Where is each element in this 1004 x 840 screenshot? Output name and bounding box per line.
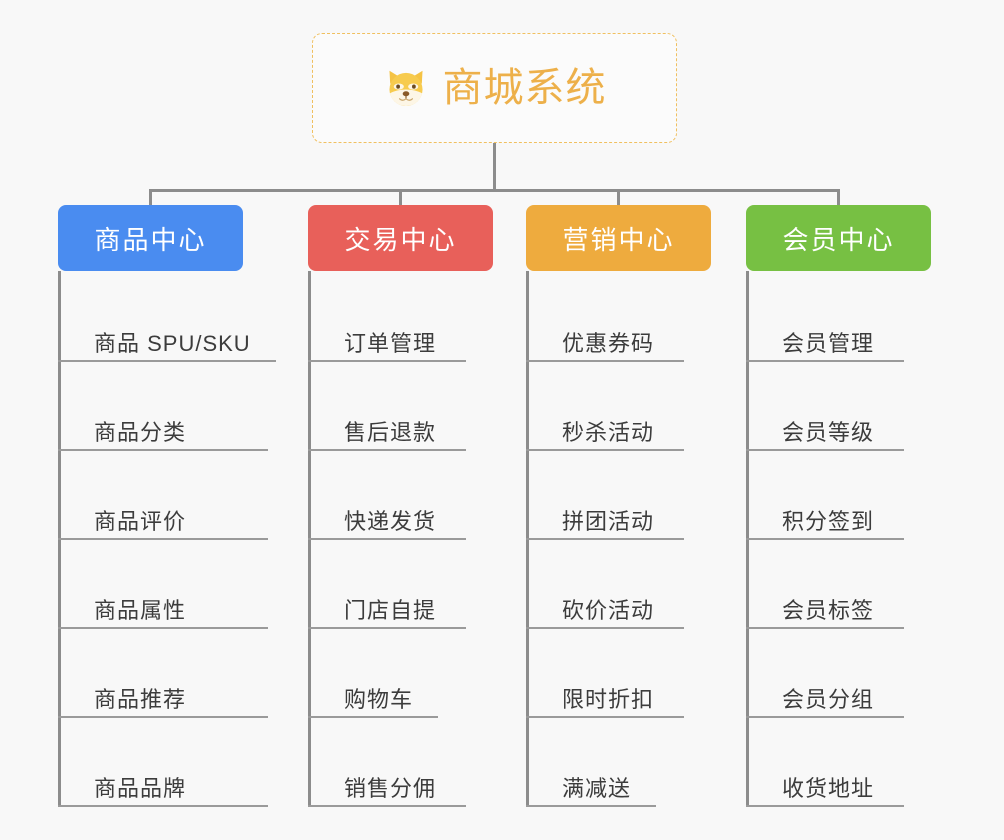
category-title: 营销中心 <box>562 224 675 255</box>
category-title: 商品中心 <box>94 224 207 255</box>
leaf-label: 销售分佣 <box>344 776 437 801</box>
leaf-label: 商品属性 <box>94 598 187 623</box>
leaf-label: 砍价活动 <box>562 598 655 623</box>
leaf-item[interactable]: 商品推荐 <box>58 629 268 718</box>
connector-drop-4 <box>837 189 840 207</box>
root-node[interactable]: 商城系统 <box>312 33 677 143</box>
leaf-label: 商品评价 <box>94 509 187 534</box>
leaf-item[interactable]: 秒杀活动 <box>526 362 711 451</box>
leaf-item[interactable]: 限时折扣 <box>526 629 711 718</box>
leaf-label: 售后退款 <box>344 420 437 445</box>
category-header-marketing[interactable]: 营销中心 <box>526 205 711 271</box>
leaf-label: 会员分组 <box>782 687 875 712</box>
leaf-label: 收货地址 <box>782 776 875 801</box>
leaf-label: 商品品牌 <box>94 776 187 801</box>
leaf-label: 会员管理 <box>782 331 875 356</box>
connector-horizontal-bus <box>149 189 839 192</box>
leaf-label: 商品 SPU/SKU <box>94 331 251 356</box>
leaf-list-product: 商品 SPU/SKU 商品分类 商品评价 商品属性 商品推荐 商品品牌 <box>58 271 276 807</box>
leaf-item[interactable]: 收货地址 <box>746 718 931 807</box>
root-title: 商城系统 <box>442 66 607 110</box>
leaf-item[interactable]: 门店自提 <box>308 540 493 629</box>
leaf-item[interactable]: 会员等级 <box>746 362 931 451</box>
connector-root-stem <box>493 143 496 191</box>
category-title: 会员中心 <box>782 224 895 255</box>
connector-drop-1 <box>149 189 152 207</box>
leaf-list-marketing: 优惠券码 秒杀活动 拼团活动 砍价活动 限时折扣 满减送 <box>526 271 711 807</box>
leaf-label: 门店自提 <box>344 598 437 623</box>
leaf-item[interactable]: 拼团活动 <box>526 451 711 540</box>
branch-column-product: 商品中心 商品 SPU/SKU 商品分类 商品评价 商品属性 商品推荐 商品品牌 <box>58 205 276 807</box>
leaf-list-member: 会员管理 会员等级 积分签到 会员标签 会员分组 收货地址 <box>746 271 931 807</box>
leaf-item[interactable]: 售后退款 <box>308 362 493 451</box>
leaf-label: 快递发货 <box>344 509 437 534</box>
leaf-item[interactable]: 会员分组 <box>746 629 931 718</box>
leaf-item[interactable]: 满减送 <box>526 718 711 807</box>
category-header-trade[interactable]: 交易中心 <box>308 205 493 271</box>
leaf-label: 商品推荐 <box>94 687 187 712</box>
leaf-list-trade: 订单管理 售后退款 快递发货 门店自提 购物车 销售分佣 <box>308 271 493 807</box>
branch-column-trade: 交易中心 订单管理 售后退款 快递发货 门店自提 购物车 销售分佣 <box>308 205 493 807</box>
leaf-label: 限时折扣 <box>562 687 655 712</box>
leaf-item[interactable]: 销售分佣 <box>308 718 493 807</box>
category-header-member[interactable]: 会员中心 <box>746 205 931 271</box>
leaf-item[interactable]: 积分签到 <box>746 451 931 540</box>
branch-column-member: 会员中心 会员管理 会员等级 积分签到 会员标签 会员分组 收货地址 <box>746 205 931 807</box>
leaf-label: 会员标签 <box>782 598 875 623</box>
leaf-item[interactable]: 购物车 <box>308 629 493 718</box>
leaf-item[interactable]: 快递发货 <box>308 451 493 540</box>
leaf-item[interactable]: 砍价活动 <box>526 540 711 629</box>
leaf-item[interactable]: 商品分类 <box>58 362 268 451</box>
leaf-item[interactable]: 会员管理 <box>746 273 931 362</box>
branch-column-marketing: 营销中心 优惠券码 秒杀活动 拼团活动 砍价活动 限时折扣 满减送 <box>526 205 711 807</box>
category-header-product[interactable]: 商品中心 <box>58 205 243 271</box>
leaf-label: 商品分类 <box>94 420 187 445</box>
leaf-item[interactable]: 商品属性 <box>58 540 268 629</box>
leaf-label: 满减送 <box>562 776 632 801</box>
leaf-item[interactable]: 商品评价 <box>58 451 268 540</box>
leaf-item[interactable]: 优惠券码 <box>526 273 711 362</box>
leaf-item[interactable]: 会员标签 <box>746 540 931 629</box>
leaf-label: 会员等级 <box>782 420 875 445</box>
connector-drop-2 <box>399 189 402 207</box>
leaf-item[interactable]: 商品 SPU/SKU <box>58 273 276 362</box>
leaf-label: 秒杀活动 <box>562 420 655 445</box>
leaf-label: 订单管理 <box>344 331 437 356</box>
leaf-label: 积分签到 <box>782 509 875 534</box>
category-title: 交易中心 <box>344 224 457 255</box>
leaf-label: 拼团活动 <box>562 509 655 534</box>
connector-drop-3 <box>617 189 620 207</box>
shiba-dog-face-icon <box>383 65 429 111</box>
leaf-item[interactable]: 商品品牌 <box>58 718 268 807</box>
leaf-label: 购物车 <box>344 687 414 712</box>
leaf-item[interactable]: 订单管理 <box>308 273 493 362</box>
leaf-label: 优惠券码 <box>562 331 655 356</box>
